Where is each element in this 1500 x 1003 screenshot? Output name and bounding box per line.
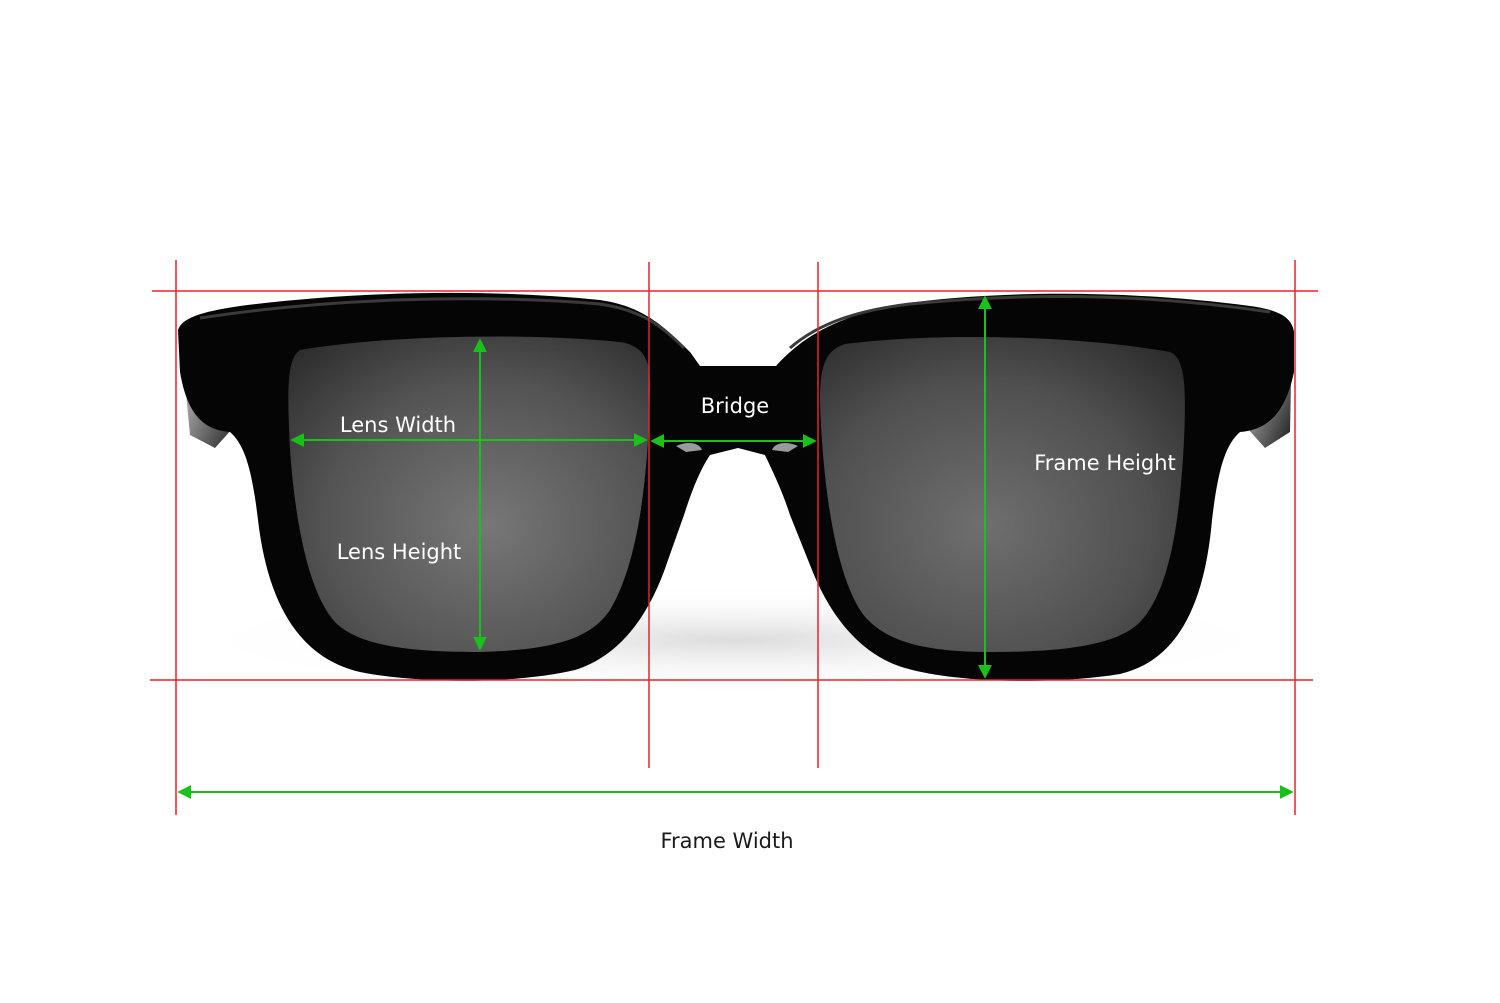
sunglasses-illustration — [178, 292, 1294, 681]
bridge-label: Bridge — [701, 394, 769, 418]
frame-height-label: Frame Height — [1034, 451, 1176, 475]
guide-lines — [150, 260, 1318, 815]
frame-highlight-right — [789, 294, 1271, 350]
frame-width-label: Frame Width — [660, 829, 793, 853]
measure-arrows — [177, 295, 1294, 799]
left-lens — [288, 336, 651, 652]
lens-width-label: Lens Width — [340, 413, 456, 437]
right-lens — [820, 337, 1185, 652]
lens-height-label: Lens Height — [337, 540, 462, 564]
